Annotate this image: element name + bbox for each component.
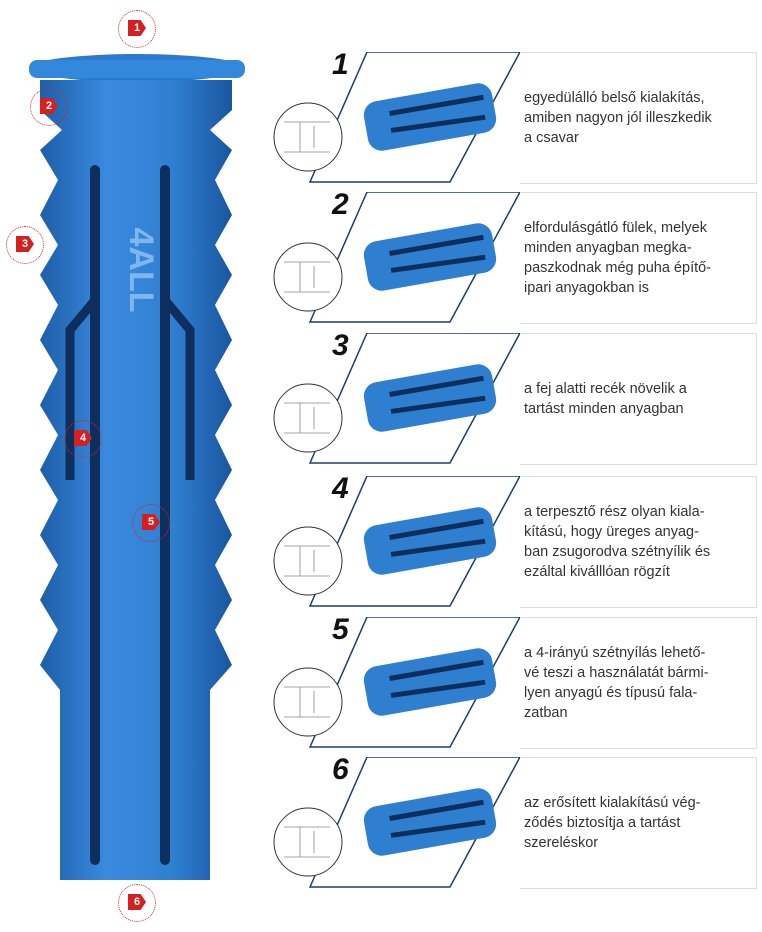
wall-plug-illustration: 4ALL [29,54,245,880]
feature-image [273,333,521,464]
feature-description-box: egyedülálló belső kialakítás, amiben nag… [520,52,757,184]
feature-number: 2 [332,188,349,221]
feature-row-6: 6 az erősített kialakítású vég- ződés bi… [270,753,760,889]
feature-row-4: 4 a terpesztő rész olyan kiala- kítású, … [270,472,760,608]
feature-image [273,757,521,888]
feature-description: az erősített kialakítású vég- ződés bizt… [524,795,701,851]
feature-number: 6 [332,753,349,786]
feature-description-box: a fej alatti recék növelik a tartást min… [520,333,757,465]
feature-row-1: 1 egyedülálló belső kialakítás, amiben n… [270,48,760,184]
marker-1: 1 [118,10,156,48]
feature-description: egyedülálló belső kialakítás, amiben nag… [524,90,712,146]
feature-image [273,192,521,323]
marker-label: 6 [128,894,146,910]
marker-3: 3 [6,226,44,264]
feature-number: 3 [332,329,349,362]
feature-row-3: 3 a fej alatti recék növelik a tartást m… [270,329,760,465]
feature-image [273,617,521,748]
marker-label: 1 [128,20,146,36]
feature-description-box: a 4-irányú szétnyílás lehető- vé teszi a… [520,617,757,749]
feature-description: elfordulásgátló fülek, melyek minden any… [524,220,712,296]
feature-row-2: 2 elfordulásgátló fülek, melyek minden a… [270,188,760,324]
marker-label: 4 [74,430,92,446]
feature-description-box: a terpesztő rész olyan kiala- kítású, ho… [520,476,757,608]
feature-number: 5 [332,613,349,646]
feature-row-5: 5 a 4-irányú szétnyílás lehető- vé teszi… [270,613,760,749]
feature-image [273,476,521,607]
feature-image [273,52,521,183]
feature-description: a fej alatti recék növelik a tartást min… [524,381,687,417]
marker-label: 5 [142,514,160,530]
feature-description: a 4-irányú szétnyílás lehető- vé teszi a… [524,645,709,721]
feature-description: a terpesztő rész olyan kiala- kítású, ho… [524,504,711,580]
feature-number: 1 [332,48,349,81]
feature-description-box: elfordulásgátló fülek, melyek minden any… [520,192,757,324]
marker-5: 5 [132,504,170,542]
feature-number: 4 [332,472,349,505]
marker-4: 4 [64,420,102,458]
marker-2: 2 [30,88,68,126]
marker-label: 2 [40,98,58,114]
marker-label: 3 [16,236,34,252]
marker-6: 6 [118,884,156,922]
feature-description-box: az erősített kialakítású vég- ződés bizt… [520,757,757,889]
brand-logo: 4ALL [122,228,160,313]
